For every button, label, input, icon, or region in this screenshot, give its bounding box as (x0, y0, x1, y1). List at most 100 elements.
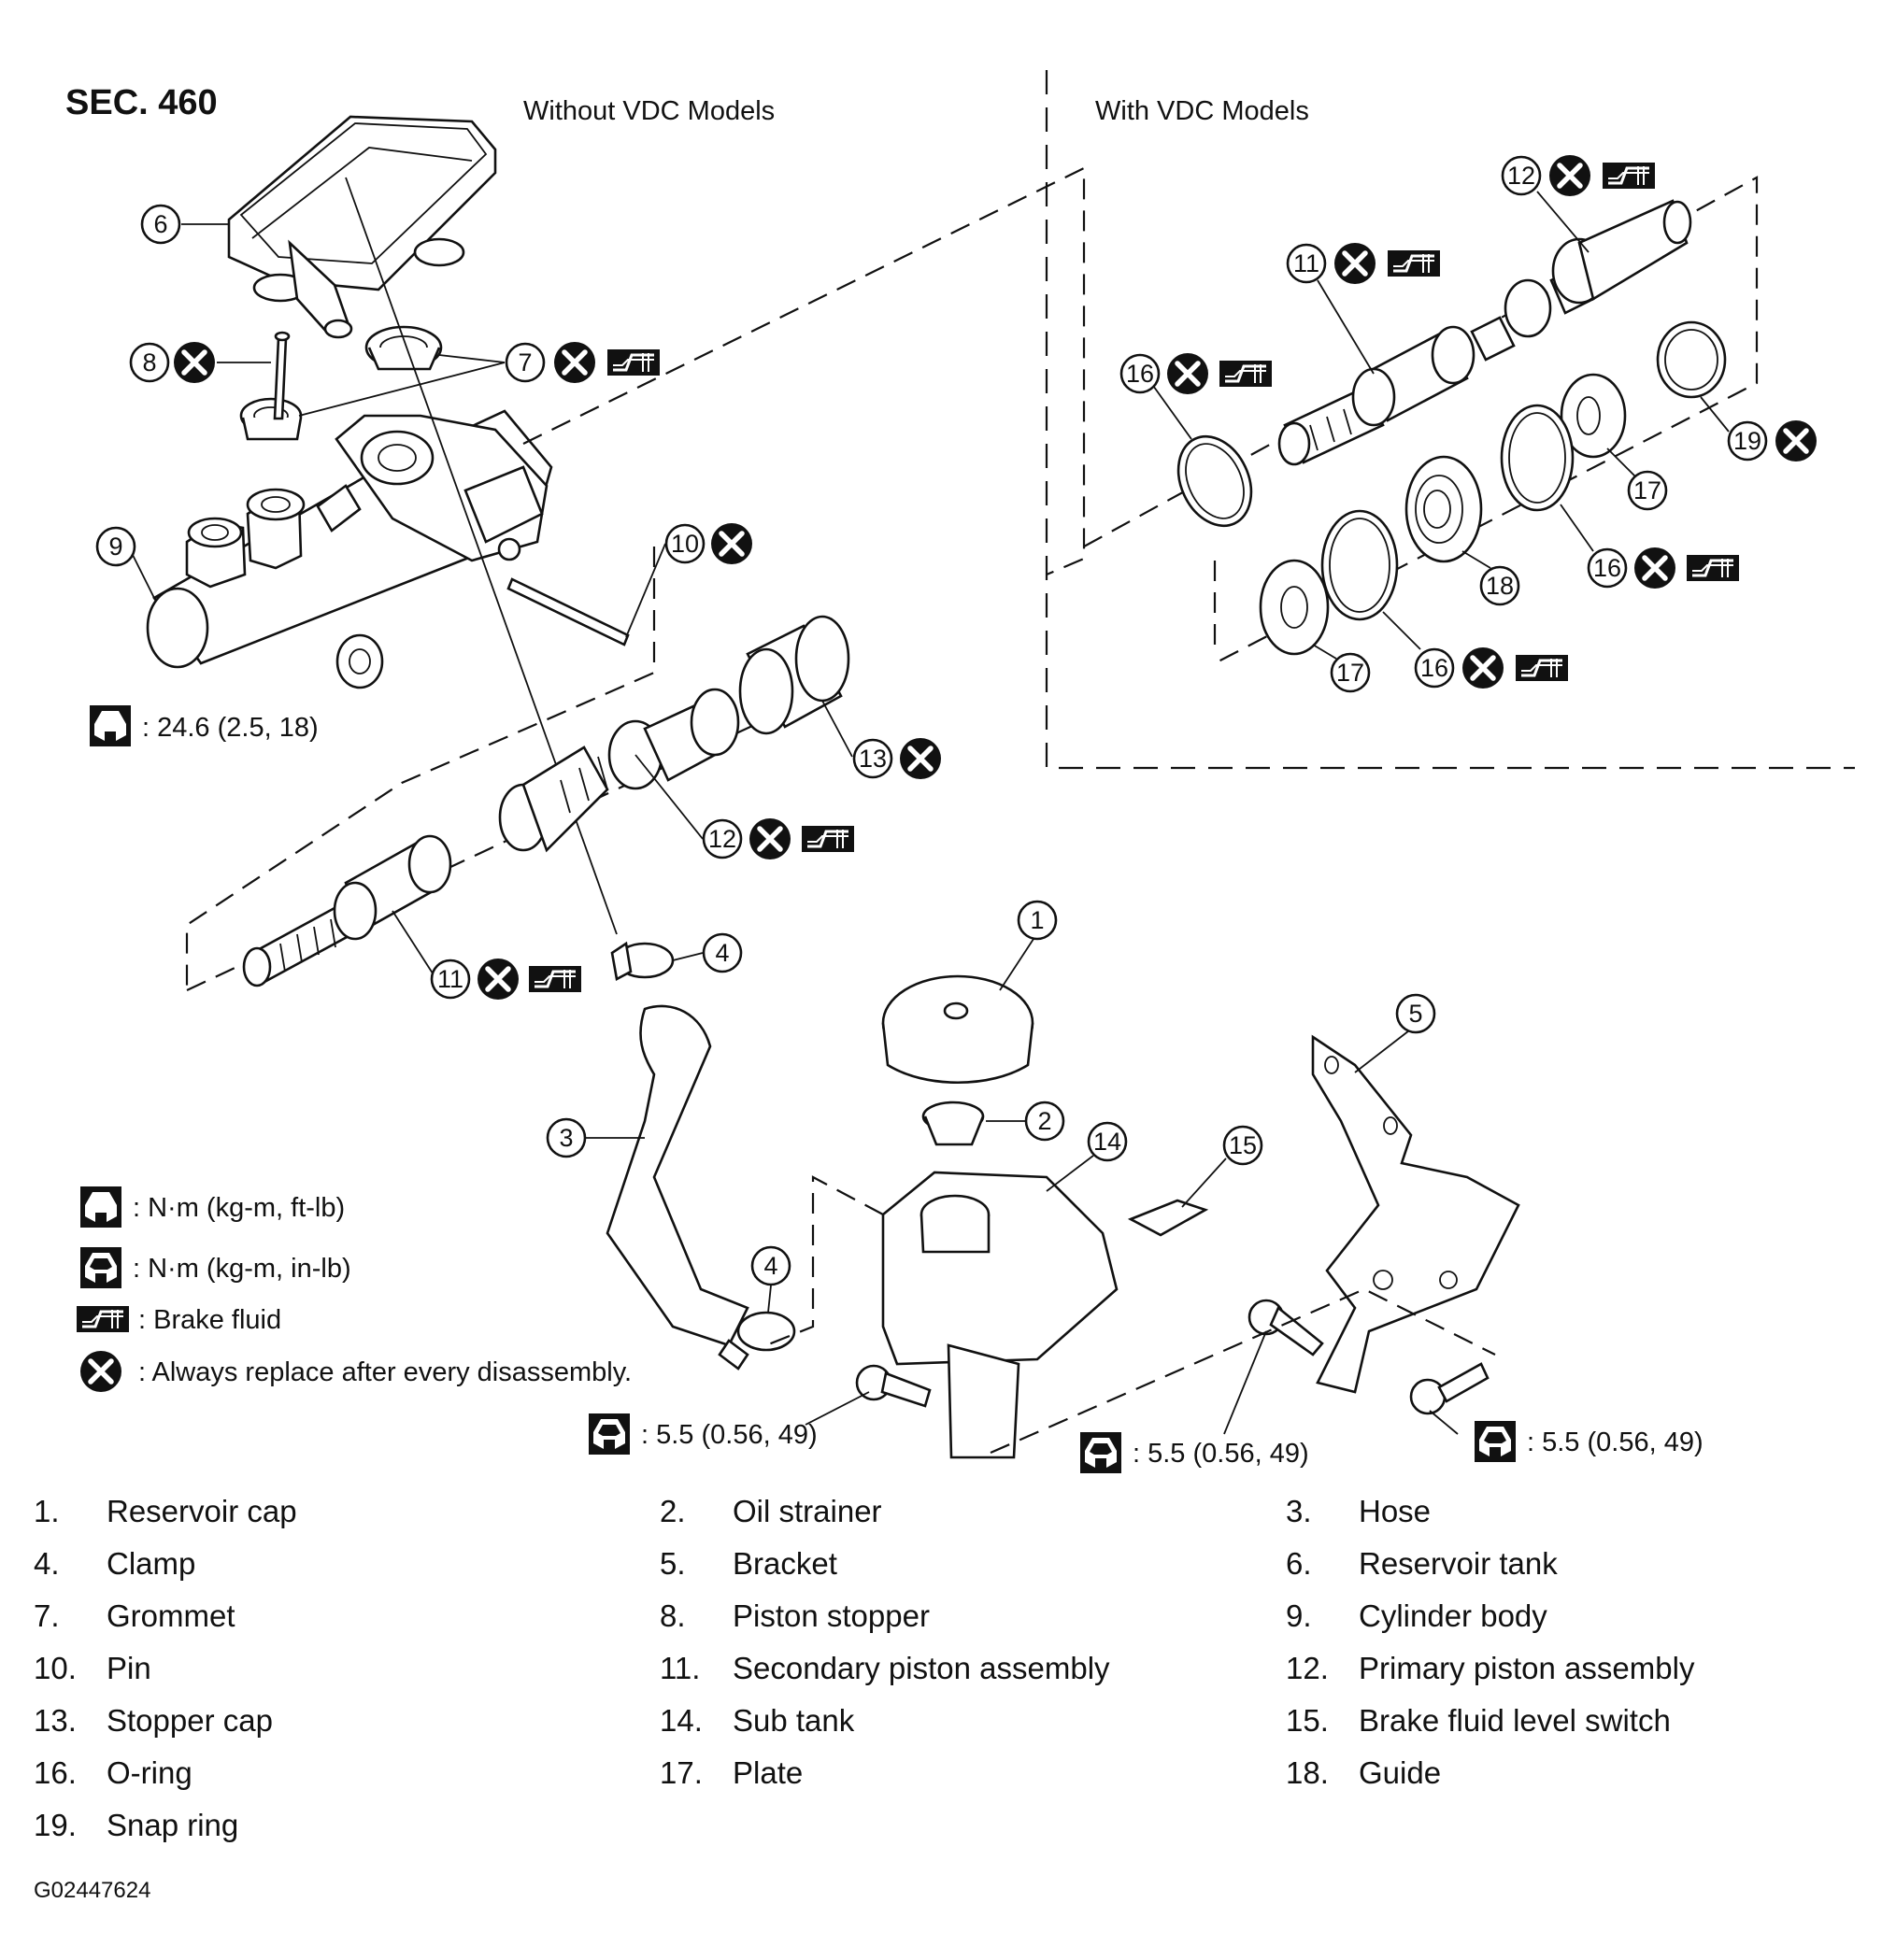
parts-list-item: 4. Clamp (34, 1538, 660, 1590)
torque-sub-tank-bolt: : 5.5 (0.56, 49) (641, 1420, 818, 1450)
callout-16-middle (1587, 547, 1628, 589)
callout-8 (129, 342, 170, 383)
legend-replace: : Always replace after every disassembly… (138, 1357, 632, 1387)
brake-fluid-icon (1218, 359, 1274, 389)
replace-x-icon (1634, 547, 1675, 589)
callout-7-label: 7 (518, 348, 532, 376)
plate-upper (1560, 373, 1627, 459)
part-label: Pin (107, 1651, 151, 1685)
part-label: Brake fluid level switch (1359, 1703, 1671, 1738)
brake-fluid-icon (527, 964, 583, 994)
legend: : N·m (kg-m, ft-lb) : N·m (kg-m, in-lb) … (75, 1186, 632, 1392)
callout-13 (852, 738, 893, 779)
vdc-boundary (1045, 70, 1855, 770)
replace-x-icon (554, 342, 595, 383)
callout-17-lower (1330, 652, 1371, 693)
callout-4-upper-label: 4 (715, 939, 729, 967)
parts-list-item: 3.Hose (1286, 1485, 1893, 1538)
part-number: 10. (34, 1651, 77, 1685)
callout-13-label: 13 (859, 745, 887, 773)
legend-brake-fluid: : Brake fluid (138, 1305, 281, 1335)
callout-12-left (702, 818, 743, 859)
sub-tank-bolt (855, 1364, 932, 1408)
header-without-vdc: Without VDC Models (523, 96, 775, 126)
callout-6 (140, 204, 181, 245)
torque-in-lb-icon (1080, 1432, 1121, 1473)
part-label: Oil strainer (733, 1494, 882, 1528)
pin (506, 577, 630, 646)
callout-11-left (430, 959, 471, 1000)
grommet (239, 325, 443, 441)
parts-list-item: 19. Snap ring (34, 1799, 660, 1852)
legend-ft-lb: : N·m (kg-m, ft-lb) (133, 1193, 345, 1223)
part-number: 4. (34, 1546, 60, 1581)
replace-x-icon (900, 738, 941, 779)
o-ring-lower (1320, 509, 1399, 621)
replace-x-icon (1334, 243, 1376, 284)
stopper-cap (738, 615, 850, 735)
part-number: 7. (34, 1598, 60, 1633)
part-label: Bracket (733, 1546, 837, 1581)
part-label: Sub tank (733, 1703, 855, 1738)
callout-15-label: 15 (1229, 1131, 1257, 1159)
callout-7 (505, 342, 546, 383)
part-number: 18. (1286, 1755, 1329, 1790)
part-label: Grommet (107, 1598, 235, 1633)
callout-19 (1727, 420, 1768, 462)
secondary-piston-assembly-left (242, 834, 452, 987)
bracket (1311, 1034, 1520, 1394)
torque-ft-lb-icon (80, 1186, 121, 1228)
callout-17-lower-label: 17 (1336, 659, 1364, 687)
callout-10-label: 10 (671, 530, 699, 558)
plate-lower (1259, 559, 1330, 656)
callout-18-label: 18 (1486, 572, 1514, 600)
callout-17-upper-label: 17 (1633, 476, 1661, 504)
parts-list-item: 1.Reservoir cap (34, 1485, 660, 1538)
parts-list-item: 15.Brake fluid level switch (1286, 1695, 1893, 1747)
parts-list-item: 14.Sub tank (660, 1695, 1286, 1747)
part-number: 17. (660, 1755, 703, 1790)
replace-x-icon (711, 523, 752, 564)
callout-11-vdc-label: 11 (1293, 249, 1319, 277)
alignment-line-subtank (765, 1175, 1496, 1455)
brake-fluid-level-switch (1127, 1199, 1209, 1237)
part-label: O-ring (107, 1755, 192, 1790)
part-number: 6. (1286, 1546, 1312, 1581)
parts-list-item: 8. Piston stopper (660, 1590, 1286, 1642)
o-ring-middle (1500, 404, 1575, 512)
callout-3-label: 3 (559, 1124, 573, 1152)
secondary-piston-assembly-vdc (1277, 325, 1475, 466)
callout-19-label: 19 (1733, 427, 1761, 455)
parts-list-item: 10. Pin (34, 1642, 660, 1695)
callout-17-upper (1627, 470, 1668, 511)
callout-16-upper (1119, 353, 1161, 394)
brake-fluid-icon (1601, 161, 1657, 191)
torque-bracket-bolt-center: : 5.5 (0.56, 49) (1133, 1439, 1309, 1469)
callout-11-left-label: 11 (437, 965, 463, 993)
part-number: 9. (1286, 1598, 1312, 1633)
primary-piston-assembly-vdc (1470, 199, 1692, 362)
legend-in-lb: : N·m (kg-m, in-lb) (133, 1254, 351, 1284)
brake-fluid-icon (1685, 553, 1741, 583)
part-number: 8. (660, 1598, 686, 1633)
torque-in-lb-icon (80, 1247, 121, 1288)
part-number: 2. (660, 1494, 686, 1528)
part-label: Clamp (107, 1546, 196, 1581)
callout-8-label: 8 (142, 348, 156, 376)
cylinder-body (146, 409, 553, 669)
oil-strainer (921, 1101, 985, 1146)
callout-2-label: 2 (1037, 1107, 1051, 1135)
part-label: Snap ring (107, 1808, 239, 1842)
cylinder-mount-nut (335, 633, 384, 689)
part-label: Piston stopper (733, 1598, 930, 1633)
replace-x-icon (1167, 353, 1208, 394)
callout-2 (1024, 1101, 1065, 1142)
part-number: 19. (34, 1808, 77, 1842)
part-label: Secondary piston assembly (733, 1651, 1110, 1685)
part-label: Stopper cap (107, 1703, 273, 1738)
parts-list-item: 9.Cylinder body (1286, 1590, 1893, 1642)
guide (1404, 455, 1483, 563)
part-number: 5. (660, 1546, 686, 1581)
replace-x-icon (1462, 647, 1504, 689)
replace-x-icon (174, 342, 215, 383)
